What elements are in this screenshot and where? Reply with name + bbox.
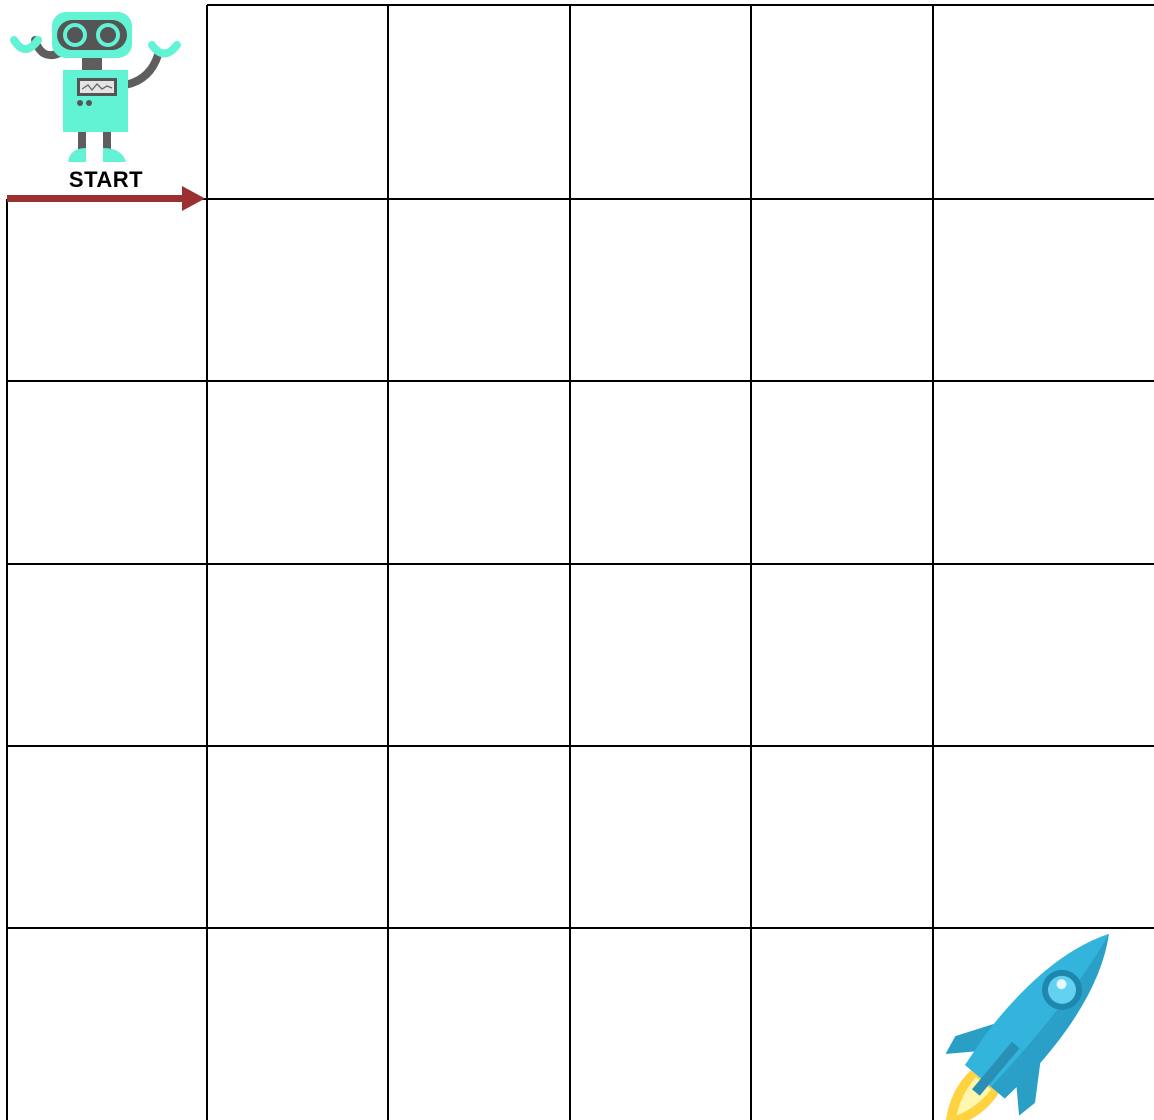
- robot-icon: [14, 12, 177, 162]
- rocket-icon: [905, 900, 1149, 1120]
- start-label: START: [8, 167, 204, 193]
